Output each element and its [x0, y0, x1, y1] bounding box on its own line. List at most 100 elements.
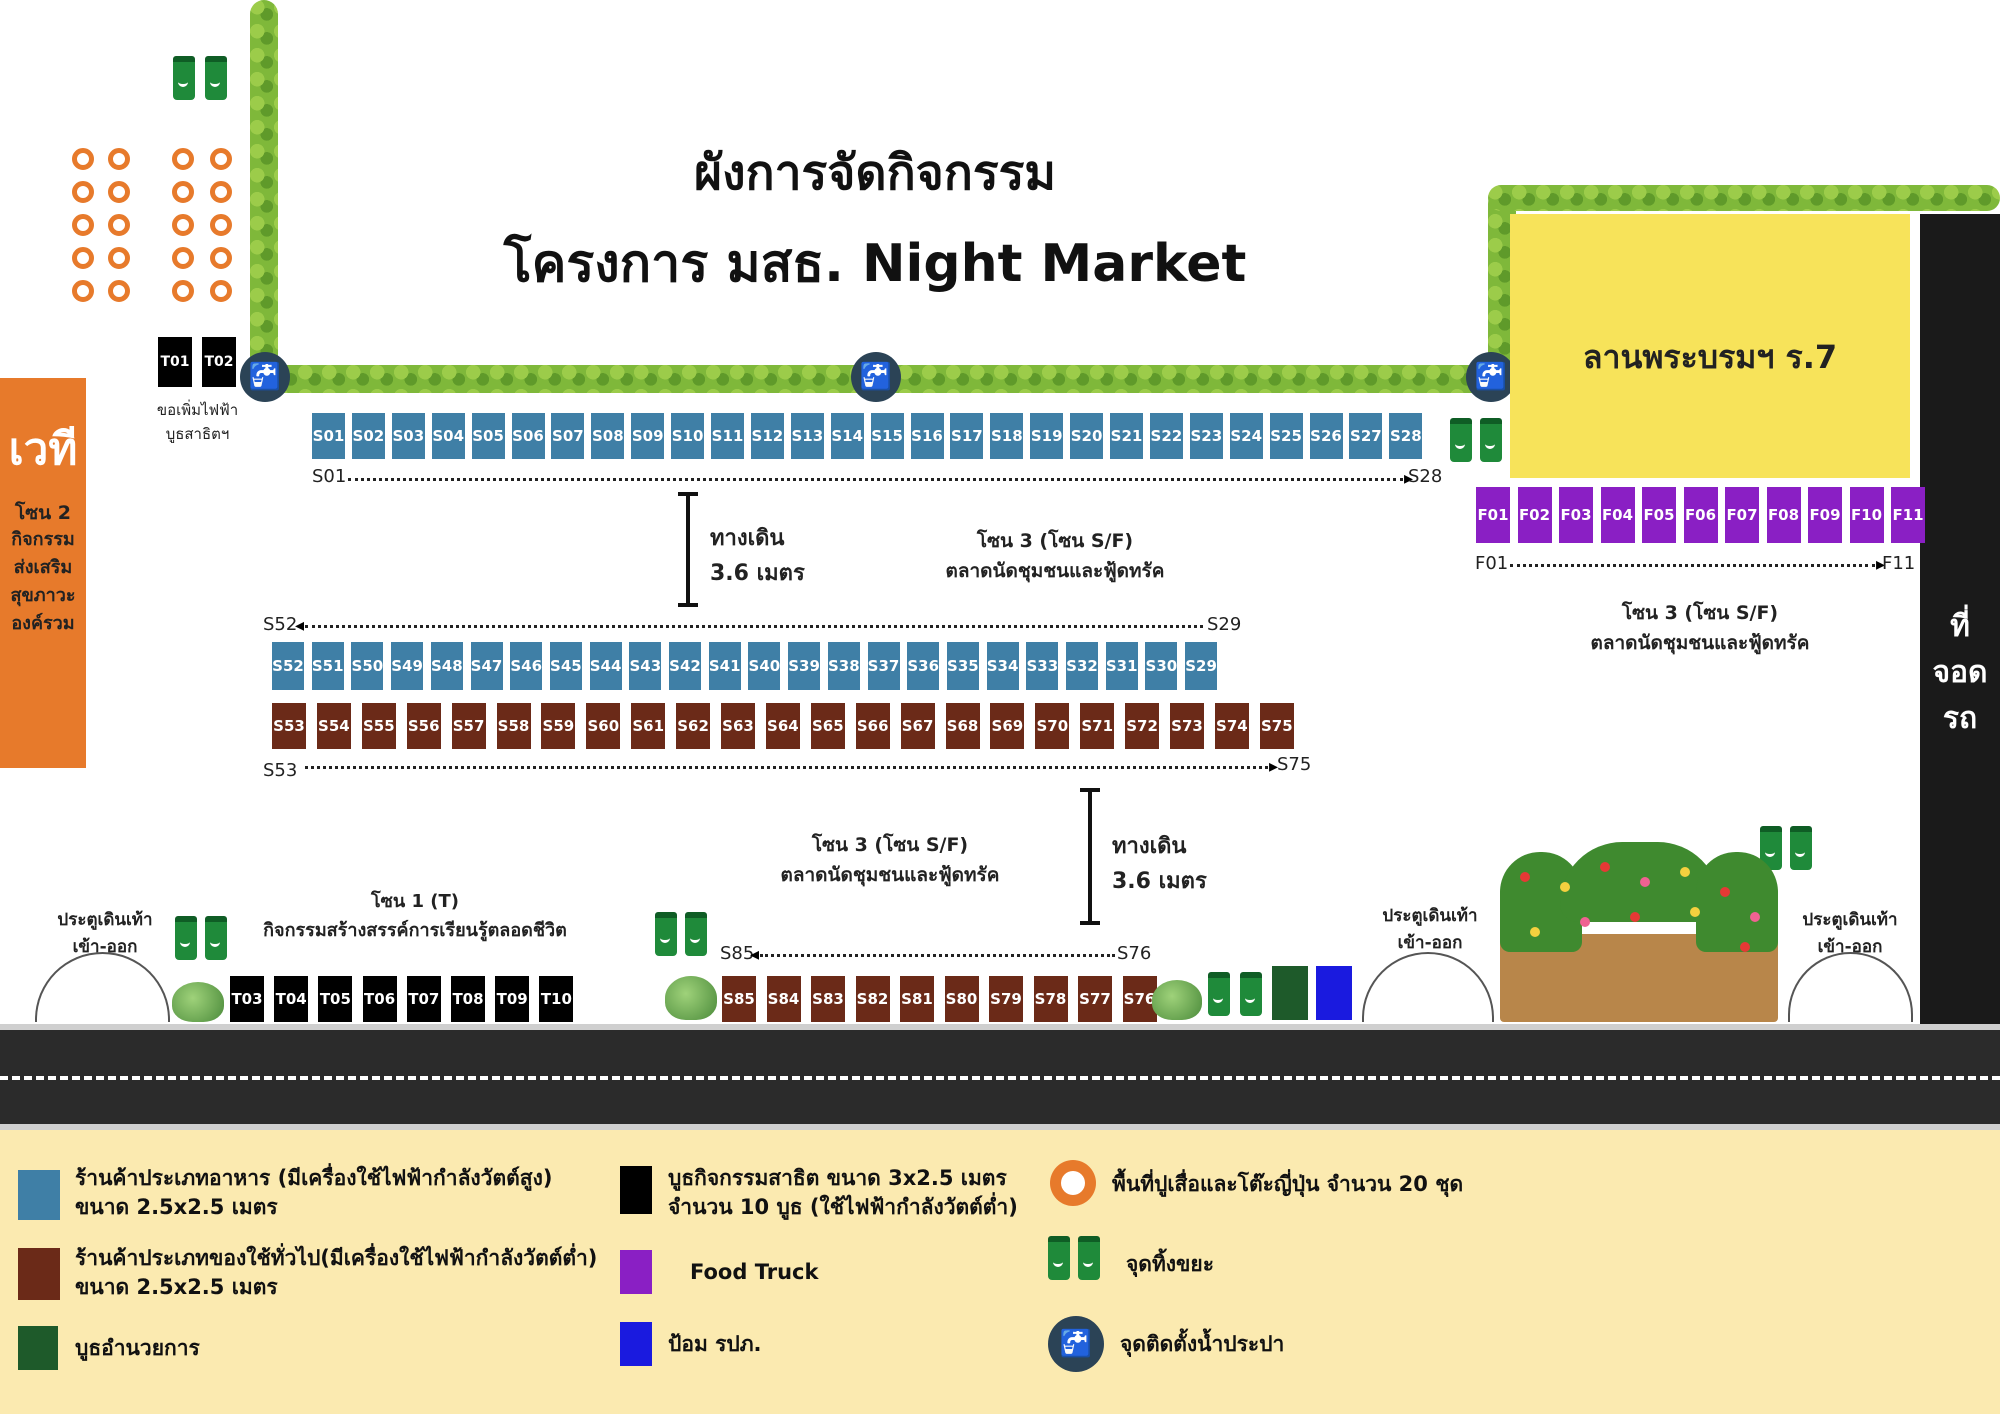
stall-s19: S19 [1030, 413, 1064, 459]
mat-seat-icon [210, 181, 232, 203]
stall-t03: T03 [230, 976, 264, 1022]
mat-seat-icon [172, 148, 194, 170]
stall-s78: S78 [1033, 976, 1068, 1022]
mat-seat-icon [108, 181, 130, 203]
stall-s28: S28 [1389, 413, 1423, 459]
stall-s11: S11 [711, 413, 744, 459]
stall-s38: S38 [827, 642, 860, 690]
gate-label-right: ประตูเดินเท้า เข้า-ออก [1785, 906, 1915, 960]
mat-seat-icon [172, 280, 194, 302]
stall-s18: S18 [990, 413, 1024, 459]
zone3-label-a: โซน 3 (โซน S/F) ตลาดนัดชุมชนและฟู้ดทรัค [900, 526, 1210, 586]
stall-f05: F05 [1642, 487, 1676, 543]
stall-s52: S52 [272, 642, 304, 690]
stall-s21: S21 [1110, 413, 1143, 459]
legend-swatch-food [18, 1170, 60, 1220]
legend-foodtruck: Food Truck [690, 1260, 819, 1284]
admin-booth [1272, 966, 1308, 1020]
range-start-f01: F01 [1475, 553, 1509, 574]
range-start-s85: S85 [720, 943, 755, 964]
stall-s73: S73 [1170, 703, 1204, 749]
gate-right-line-1: ประตูเดินเท้า [1802, 910, 1898, 930]
stage-desc-4: องค์รวม [11, 613, 75, 634]
stall-f04: F04 [1600, 487, 1635, 543]
legend-demo-line-1: บูธกิจกรรมสาธิต ขนาด 3x2.5 เมตร [668, 1166, 1007, 1190]
trash-bin-icon [1240, 972, 1262, 1016]
legend-demo: บูธกิจกรรมสาธิต ขนาด 3x2.5 เมตร จำนวน 10… [668, 1164, 1018, 1222]
gate-mid-line-2: เข้า-ออก [1397, 933, 1463, 953]
gate-mid [1362, 952, 1494, 1022]
trash-bin-icon [685, 912, 707, 956]
stall-s70: S70 [1035, 703, 1070, 749]
range-end-f11: F11 [1882, 553, 1916, 574]
stall-s83: S83 [811, 976, 845, 1022]
stall-s54: S54 [316, 703, 351, 749]
stall-s75: S75 [1259, 703, 1294, 749]
range-line-row4 [750, 944, 1115, 965]
trash-bin-icon [175, 916, 197, 960]
stall-s35: S35 [946, 642, 979, 690]
mat-seat-icon [72, 148, 94, 170]
stall-s29: S29 [1185, 642, 1218, 690]
stall-s23: S23 [1189, 413, 1223, 459]
walkway-marker-2 [1080, 788, 1100, 925]
bush-icon [172, 982, 224, 1022]
zone3-c-line-2: ตลาดนัดชุมชนและฟู้ดทรัค [780, 864, 1000, 886]
stall-s62: S62 [676, 703, 711, 749]
parking-label-2: จอด [1932, 655, 1988, 690]
gate-left [35, 952, 170, 1022]
legend-swatch-demo [620, 1166, 652, 1214]
stall-s59: S59 [541, 703, 576, 749]
legend-demo-line-2: จำนวน 10 บูธ (ใช้ไฟฟ้ากำลังวัตต์ต่ำ) [668, 1195, 1018, 1219]
stall-s41: S41 [708, 642, 741, 690]
stall-s46: S46 [510, 642, 543, 690]
demo-booth-t02: T02 [202, 337, 236, 387]
stall-s39: S39 [788, 642, 821, 690]
stall-s76: S76 [1122, 976, 1157, 1022]
demo-booth-t01: T01 [158, 337, 192, 387]
range-end-s75: S75 [1277, 754, 1312, 775]
mat-seat-icon [172, 214, 194, 236]
stall-s40: S40 [748, 642, 781, 690]
stall-s55: S55 [361, 703, 396, 749]
stall-s48: S48 [430, 642, 463, 690]
legend-food: ร้านค้าประเภทอาหาร (มีเครื่องใช้ไฟฟ้ากำล… [75, 1164, 552, 1222]
stall-f11: F11 [1891, 487, 1925, 543]
stall-s30: S30 [1145, 642, 1178, 690]
walkway-label-1: ทางเดิน 3.6 เมตร [710, 520, 805, 590]
mat-seat-icon [210, 280, 232, 302]
stall-s05: S05 [471, 413, 505, 459]
hedge-plaza-top [1488, 185, 2000, 211]
electric-note-line-1: ขอเพิ่มไฟฟ้า [156, 401, 239, 419]
stall-f06: F06 [1683, 487, 1718, 543]
gate-left-line-1: ประตูเดินเท้า [57, 910, 153, 930]
electric-note: ขอเพิ่มไฟฟ้า บูธสาธิตฯ [140, 398, 255, 446]
trash-bin-icon [1048, 1236, 1070, 1280]
trash-bin-icon [1078, 1236, 1100, 1280]
gate-left-line-2: เข้า-ออก [72, 937, 138, 957]
stage-zone: โซน 2 [15, 502, 71, 524]
gate-label-left: ประตูเดินเท้า เข้า-ออก [40, 906, 170, 960]
stall-s85: S85 [722, 976, 756, 1022]
stall-s68: S68 [945, 703, 980, 749]
range-start-s52: S52 [263, 614, 298, 635]
stall-t06: T06 [362, 976, 397, 1022]
stall-s25: S25 [1269, 413, 1303, 459]
stall-s63: S63 [721, 703, 755, 749]
stage-desc-3: สุขภาวะ [10, 585, 76, 606]
stall-s84: S84 [766, 976, 801, 1022]
legend-swatch-security [620, 1322, 652, 1366]
zone3-b-line-2: ตลาดนัดชุมชนและฟู้ดทรัค [1590, 632, 1810, 654]
gate-right [1788, 952, 1913, 1022]
legend-mat: พื้นที่ปูเสื่อและโต๊ะญี่ปุ่น จำนวน 20 ชุ… [1112, 1172, 1464, 1196]
range-end-s76: S76 [1117, 943, 1152, 964]
legend-admin: บูธอำนวยการ [75, 1336, 200, 1360]
legend-food-line-2: ขนาด 2.5x2.5 เมตร [75, 1195, 278, 1219]
stall-s74: S74 [1214, 703, 1249, 749]
walkway-label-2: ทางเดิน 3.6 เมตร [1112, 828, 1207, 898]
stall-s22: S22 [1149, 413, 1183, 459]
stall-s32: S32 [1066, 642, 1098, 690]
bush-icon [1152, 980, 1202, 1020]
security-booth [1316, 966, 1352, 1020]
stall-s56: S56 [406, 703, 441, 749]
